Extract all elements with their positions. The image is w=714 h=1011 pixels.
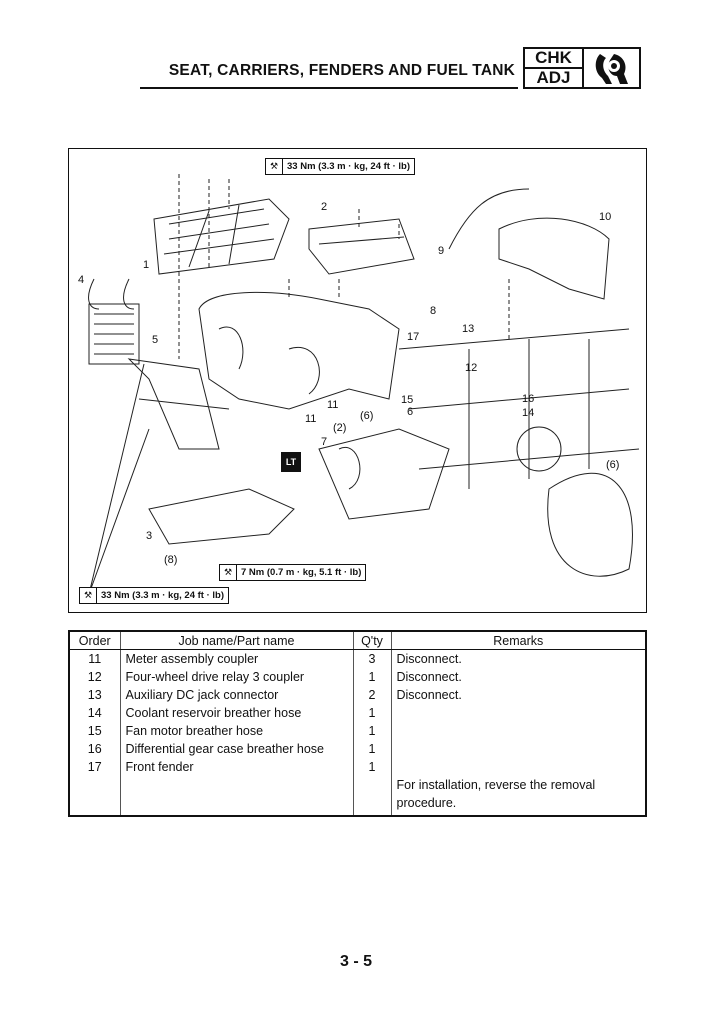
remarks: Disconnect.	[396, 652, 462, 666]
part: Front fender	[120, 758, 354, 776]
callout-17: 17	[407, 331, 420, 343]
table-header: Order Job name/Part name Q'ty Remarks	[69, 631, 646, 650]
order: 12	[69, 668, 121, 686]
callout-13: 13	[462, 323, 475, 335]
callout-14: 14	[522, 407, 535, 419]
callout-16: 16	[522, 393, 535, 405]
callout-7: 7	[321, 436, 328, 448]
remarks: Disconnect.	[396, 670, 462, 684]
badge-chk: CHK	[525, 49, 582, 69]
torque-spec-bottom: ⚒33 Nm (3.3 m · kg, 24 ft · lb)	[79, 587, 229, 604]
torque-wrench-icon: ⚒	[220, 565, 237, 580]
radiator-drawing	[88, 278, 140, 365]
air-box-drawing	[318, 428, 450, 520]
leader-lines	[178, 174, 510, 359]
rear-carrier-drawing	[153, 198, 290, 275]
callout-15: 15	[401, 394, 414, 406]
table-row-footer: For installation, reverse the removal pr…	[69, 776, 646, 816]
order: 16	[69, 740, 121, 758]
removal-steps-table: Order Job name/Part name Q'ty Remarks 11…	[68, 630, 647, 817]
part: Four-wheel drive relay 3 coupler	[120, 668, 354, 686]
header-part: Job name/Part name	[120, 631, 354, 650]
callout-4: 4	[78, 274, 85, 286]
front-fender-drawing	[198, 291, 400, 410]
callout-11b: 11	[327, 399, 339, 411]
callout-6: 6	[407, 406, 414, 418]
qty: 3	[353, 649, 392, 668]
torque-wrench-icon: ⚒	[266, 159, 283, 174]
order: 11	[69, 649, 121, 668]
callout-3: 3	[146, 530, 153, 542]
frame-engine-drawing	[398, 328, 640, 577]
callout-qty-2: (2)	[333, 422, 347, 434]
order: 17	[69, 758, 121, 776]
callout-qty-8: (8)	[164, 554, 178, 566]
torque-spec-top: ⚒33 Nm (3.3 m · kg, 24 ft · lb)	[265, 158, 415, 175]
page-title: SEAT, CARRIERS, FENDERS AND FUEL TANK	[168, 62, 515, 79]
header-remarks: Remarks	[391, 631, 646, 650]
part: Coolant reservoir breather hose	[120, 704, 354, 722]
callout-1: 1	[143, 259, 150, 271]
callout-9: 9	[438, 245, 445, 257]
remarks	[391, 740, 646, 758]
title-rule	[140, 87, 518, 89]
badge-adj: ADJ	[536, 68, 571, 87]
callout-10: 10	[599, 211, 612, 223]
qty: 1	[353, 758, 392, 776]
callout-qty-6: (6)	[360, 410, 374, 422]
page-number: 3 - 5	[340, 953, 373, 970]
callout-qty-6b: (6)	[606, 459, 620, 471]
installation-note: For installation, reverse the removal pr…	[396, 778, 596, 810]
callout-8: 8	[430, 305, 437, 317]
remarks	[391, 704, 646, 722]
qty: 1	[353, 740, 392, 758]
header-qty: Q'ty	[353, 631, 392, 650]
qty: 1	[353, 668, 392, 686]
header-order: Order	[69, 631, 121, 650]
remarks	[391, 722, 646, 740]
locktite-badge: LT	[281, 452, 301, 472]
part: Auxiliary DC jack connector	[120, 686, 354, 704]
part: Meter assembly coupler	[120, 649, 354, 668]
callout-2: 2	[321, 201, 328, 213]
order: 15	[69, 722, 121, 740]
seat-drawing	[308, 218, 415, 275]
callout-12: 12	[465, 362, 478, 374]
qty: 2	[353, 686, 392, 704]
front-guard-drawing	[127, 358, 230, 450]
exploded-parts-diagram: ⚒33 Nm (3.3 m · kg, 24 ft · lb) ⚒7 Nm (0…	[68, 148, 647, 613]
torque-wrench-icon: ⚒	[80, 588, 97, 603]
fuel-tank-drawing	[448, 188, 610, 300]
wrench-nut-icon	[584, 49, 639, 87]
order: 14	[69, 704, 121, 722]
callout-11: 11	[305, 413, 317, 425]
order: 13	[69, 686, 121, 704]
callout-5: 5	[152, 334, 159, 346]
remarks	[391, 758, 646, 776]
qty: 1	[353, 704, 392, 722]
remarks: Disconnect.	[396, 688, 462, 702]
qty: 1	[353, 722, 392, 740]
part: Fan motor breather hose	[120, 722, 354, 740]
part: Differential gear case breather hose	[120, 740, 354, 758]
skid-plate-drawing	[148, 488, 295, 545]
torque-spec-mid: ⚒7 Nm (0.7 m · kg, 5.1 ft · lb)	[219, 564, 367, 581]
